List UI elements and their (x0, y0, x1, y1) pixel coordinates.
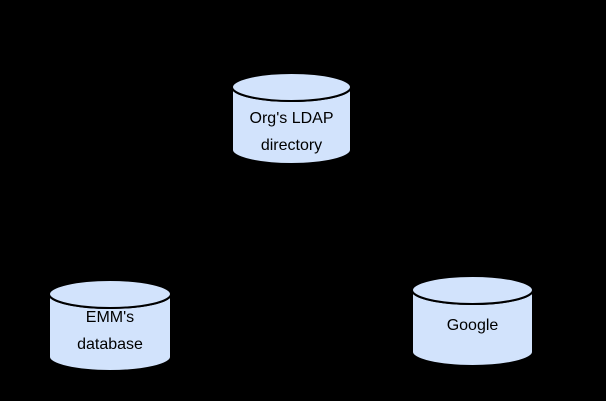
cylinder-top (411, 275, 534, 305)
cylinder-top (231, 72, 352, 102)
db-cylinder-emms-database: EMM's database (48, 279, 172, 372)
node-label-line: database (77, 336, 143, 353)
node-label-line: Google (447, 317, 499, 334)
cylinder-top (48, 279, 172, 309)
node-label-line: Org's LDAP (250, 110, 334, 127)
db-cylinder-google: Google (411, 275, 534, 367)
node-label-line: directory (261, 137, 322, 154)
node-label-line: EMM's (86, 309, 134, 326)
db-cylinder-orgs-ldap-directory: Org's LDAP directory (231, 72, 352, 165)
